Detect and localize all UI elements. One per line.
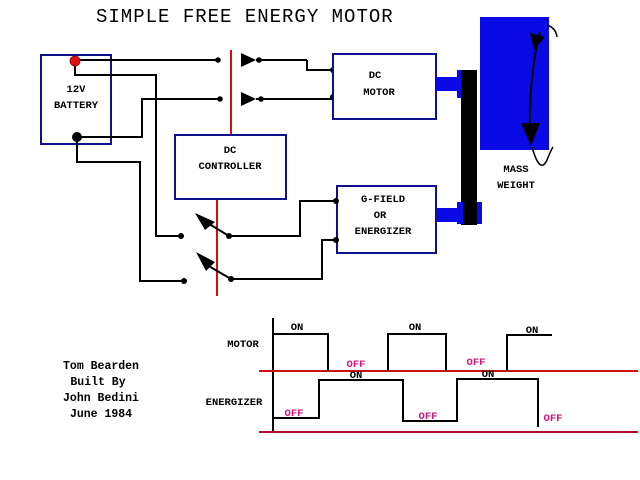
battery-label-line2: BATTERY (54, 100, 99, 112)
rotation-arc-top (546, 24, 558, 38)
energizer-label-line2: OR (374, 210, 387, 222)
junction-dot (217, 96, 223, 102)
battery-label-line1: 12V (67, 84, 87, 96)
wire-positive-to-switch-1 (74, 60, 181, 237)
energizer-pulley (457, 202, 463, 224)
credit-line-4: June 1984 (70, 408, 132, 421)
motor-state-3: ON (409, 322, 422, 334)
drive-belt (461, 70, 477, 225)
wire-negative-to-switch-2 (76, 137, 184, 282)
wire-switch-1-to-energizer (229, 200, 336, 237)
diode-2-icon (241, 92, 256, 106)
credit-line-1: Tom Bearden (63, 360, 139, 373)
motor-pulse-1 (273, 333, 329, 371)
motor-state-2: OFF (347, 359, 366, 371)
wire-negative-to-diode-2 (77, 98, 218, 138)
timing-label-energizer: ENERGIZER (206, 397, 263, 409)
diagram-title: SIMPLE FREE ENERGY MOTOR (96, 6, 394, 28)
credit-line-2: Built By (70, 376, 125, 389)
rotation-arrowhead-bottom (521, 123, 540, 146)
energizer-state-3: OFF (419, 411, 438, 423)
credit-line-3: John Bedini (63, 392, 139, 405)
rotation-arc-bottom (531, 146, 554, 166)
switch-1-arrowhead (195, 213, 215, 230)
switch-2-lever (206, 264, 232, 280)
junction-dot (215, 57, 221, 63)
dc-controller-label-line1: DC (224, 145, 237, 157)
junction-dot (256, 57, 262, 63)
energizer-label-line1: G-FIELD (361, 194, 405, 206)
energizer-state-2: ON (350, 370, 363, 382)
motor-pulse-2 (387, 333, 447, 371)
motor-shaft (436, 77, 458, 91)
mass-label-line2: WEIGHT (497, 180, 535, 192)
battery-negative-terminal (72, 132, 82, 142)
dc-motor-label-line1: DC (369, 70, 382, 82)
switch-2-contact (181, 278, 187, 284)
wire-switch-2-to-energizer (231, 239, 336, 280)
energizer-terminal-2 (333, 237, 339, 243)
energizer-terminal-1 (333, 198, 339, 204)
timing-chart: MOTOR ENERGIZER ON OFF ON OFF ON OFF ON … (206, 318, 638, 433)
dc-controller-label-line2: CONTROLLER (198, 161, 262, 173)
switch-2-arrowhead (196, 252, 215, 271)
motor-state-5: ON (526, 325, 539, 337)
motor-pulley (457, 70, 463, 98)
energizer-state-4: ON (482, 369, 495, 381)
rotation-arrowhead-top (530, 33, 545, 50)
energizer-shaft (436, 208, 458, 222)
energizer-state-1: OFF (285, 408, 304, 420)
dc-controller-box (174, 134, 287, 200)
switch-1-contact (178, 233, 184, 239)
motor-state-1: ON (291, 322, 304, 334)
wire-to-motor-1 (306, 60, 333, 71)
timing-label-motor: MOTOR (227, 339, 259, 351)
diode-1-icon (241, 53, 256, 67)
energizer-waveform (273, 378, 539, 427)
energizer-state-5: OFF (544, 413, 563, 425)
battery-positive-terminal (69, 55, 81, 67)
energizer-pulley-rim (477, 202, 482, 224)
energizer-label-line3: ENERGIZER (355, 226, 412, 238)
energizer-box (336, 185, 437, 254)
motor-state-4: OFF (467, 357, 486, 369)
motor-pulse-3 (506, 334, 552, 371)
mass-label-line1: MASS (503, 164, 528, 176)
dc-motor-label-line2: MOTOR (363, 87, 395, 99)
junction-dot (258, 96, 264, 102)
